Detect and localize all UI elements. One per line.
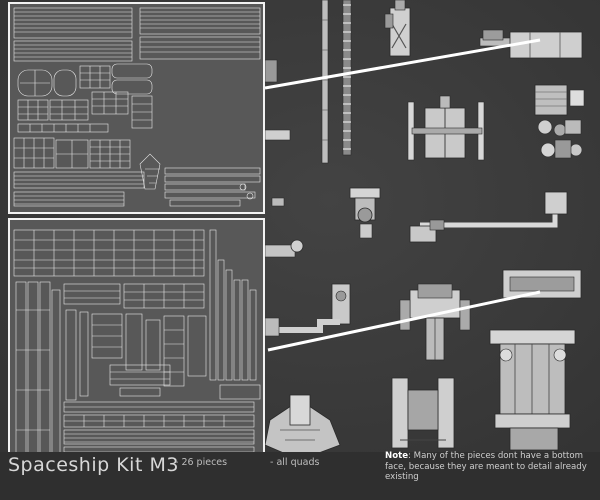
piece-chain bbox=[342, 0, 352, 156]
piece-machine-right bbox=[534, 84, 585, 159]
uv-strips-right bbox=[139, 7, 261, 60]
piece-tower-right bbox=[489, 329, 576, 451]
piece-assembly-center bbox=[399, 283, 471, 361]
piece-pipe bbox=[409, 191, 568, 243]
footer-bar bbox=[0, 452, 600, 500]
piece-bracket-top bbox=[384, 0, 411, 57]
piece-count: - 26 pieces bbox=[175, 457, 228, 468]
uv-strips-left bbox=[13, 7, 133, 62]
callout-lines bbox=[264, 38, 541, 352]
topology-note: - all quads bbox=[270, 457, 320, 468]
piece-pump-left bbox=[264, 239, 304, 258]
piece-assembly-left bbox=[264, 283, 351, 337]
piece-frame-center bbox=[407, 95, 485, 161]
piece-ship-left bbox=[264, 394, 341, 461]
piece-ship-center bbox=[391, 377, 455, 449]
uv-layout-bottom bbox=[8, 218, 265, 471]
note-body: : Many of the pieces dont have a bottom … bbox=[385, 451, 587, 482]
piece-strut-small bbox=[264, 59, 291, 207]
piece-clamp bbox=[349, 187, 381, 239]
uv-grid-top bbox=[13, 229, 205, 277]
uv-layout-top bbox=[8, 2, 265, 214]
uv-tall-strips bbox=[15, 229, 257, 468]
uv-shells-mid bbox=[63, 283, 207, 401]
piece-frame-right bbox=[502, 269, 582, 299]
note-text: Note: Many of the pieces dont have a bot… bbox=[385, 451, 597, 483]
uv-shells-bottom bbox=[13, 137, 261, 207]
uv-shells-middle bbox=[17, 63, 153, 133]
kit-title: Spaceship Kit M3 bbox=[8, 454, 179, 476]
piece-box-top-right bbox=[479, 29, 583, 59]
piece-rod bbox=[321, 0, 329, 164]
note-label: Note bbox=[385, 451, 409, 461]
